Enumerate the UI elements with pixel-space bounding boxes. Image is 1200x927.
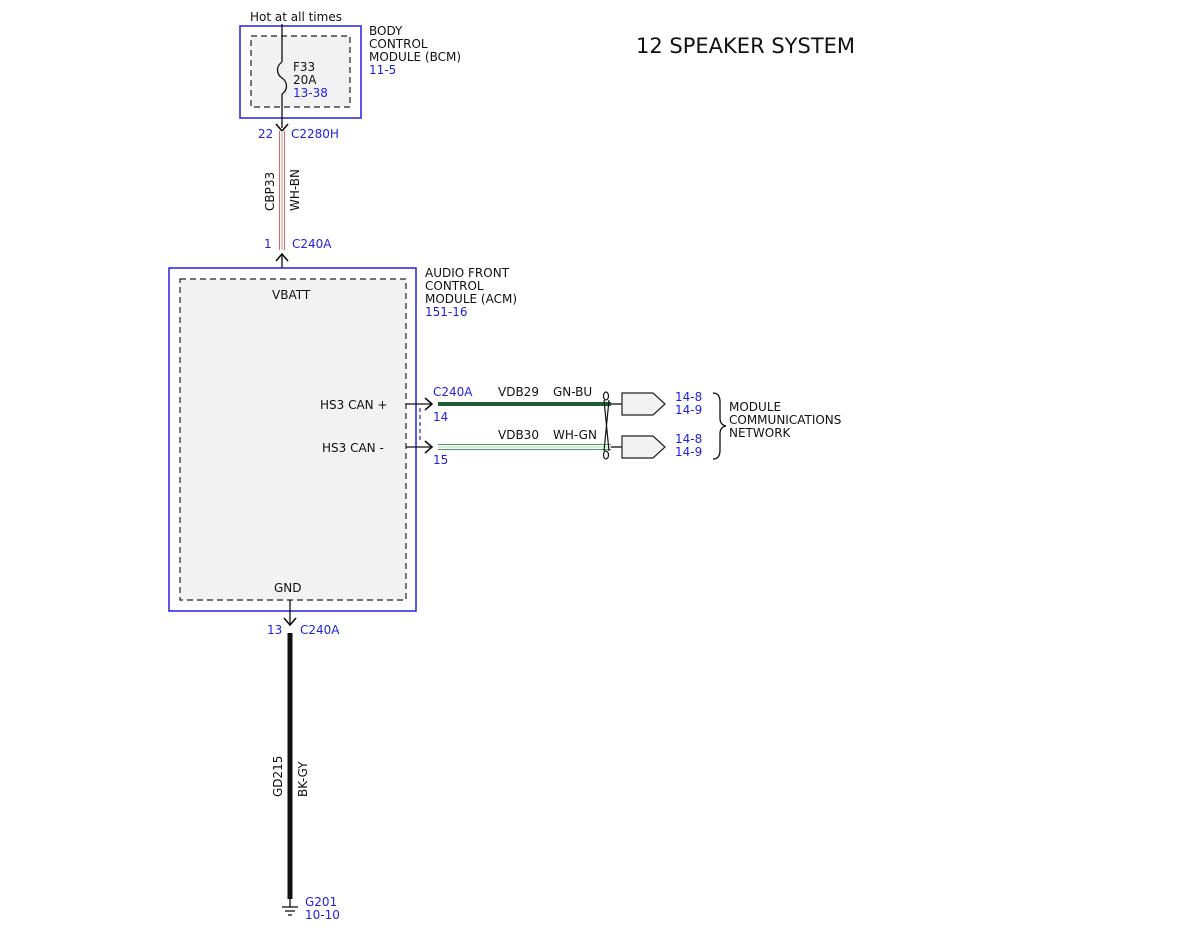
acm-power-pin: 1	[264, 237, 272, 251]
bcm-name-line-2: CONTROL	[369, 37, 428, 51]
acm-power-connector: C240A	[292, 237, 332, 251]
fuse-rating: 20A	[293, 73, 317, 87]
acm-ground-connector: C240A	[300, 623, 340, 637]
connector-c240a-pin14-symbol	[424, 397, 434, 411]
diagram-title: 12 SPEAKER SYSTEM	[636, 34, 855, 58]
connector-c240a-pin15-symbol	[424, 440, 434, 454]
vdb30-ref-1: 14-8	[675, 432, 702, 446]
network-brace	[712, 392, 727, 460]
acm-internal-box	[179, 278, 407, 601]
wire-gd215-circuit: GD215	[271, 756, 285, 797]
vdb30-ref-2: 14-9	[675, 445, 702, 459]
network-line-3: NETWORK	[729, 426, 792, 440]
network-line-1: MODULE	[729, 400, 781, 414]
wire-vdb29-circuit: VDB29	[498, 385, 539, 399]
bcm-reference: 11-5	[369, 63, 396, 77]
vdb29-ref-2: 14-9	[675, 403, 702, 417]
ground-reference: 10-10	[305, 908, 340, 922]
wire-cbp33-circuit: CBP33	[263, 172, 277, 211]
connector-c240a-pin13-symbol	[283, 617, 297, 627]
wire-vdb30-circuit: VDB30	[498, 428, 539, 442]
acm-can-minus-label: HS3 CAN -	[322, 441, 384, 455]
acm-vbatt-label: VBATT	[272, 288, 311, 302]
acm-ground-pin: 13	[267, 623, 282, 637]
vdb30-continuation-arrow	[621, 435, 666, 459]
fuse-f33-symbol	[276, 61, 288, 95]
wire-gd215-color: BK-GY	[296, 761, 310, 797]
bcm-name-line-1: BODY	[369, 24, 403, 38]
acm-name-line-2: CONTROL	[425, 279, 484, 293]
ground-id: G201	[305, 895, 337, 909]
bcm-name-line-3: MODULE (BCM)	[369, 50, 461, 64]
ground-symbol-icon	[282, 899, 298, 916]
can-connector-id: C240A	[433, 385, 473, 399]
twisted-pair-strand-b	[603, 399, 610, 452]
network-line-2: COMMUNICATIONS	[729, 413, 841, 427]
vdb29-continuation-arrow	[621, 392, 666, 416]
acm-gnd-label: GND	[274, 581, 302, 595]
wire-vdb29-color: GN-BU	[553, 385, 592, 399]
vdb29-ref-1: 14-8	[675, 390, 702, 404]
twisted-pair-bottom-end	[602, 450, 610, 460]
acm-name-line-1: AUDIO FRONT	[425, 266, 510, 280]
can-plus-pin: 14	[433, 410, 448, 424]
bcm-pin-number: 22	[258, 127, 273, 141]
fuse-id: F33	[293, 60, 315, 74]
wire-vdb30-color: WH-GN	[553, 428, 597, 442]
acm-name-line-3: MODULE (ACM)	[425, 292, 517, 306]
bcm-connector-id: C2280H	[291, 127, 339, 141]
wire-cbp33-color: WH-BN	[288, 169, 302, 211]
fuse-reference: 13-38	[293, 86, 328, 100]
bcm-internal-box	[250, 35, 351, 108]
acm-reference: 151-16	[425, 305, 468, 319]
acm-can-plus-label: HS3 CAN +	[320, 398, 388, 412]
can-minus-pin: 15	[433, 453, 448, 467]
bcm-supply-label: Hot at all times	[250, 10, 342, 24]
twisted-pair-top-end	[602, 391, 610, 401]
